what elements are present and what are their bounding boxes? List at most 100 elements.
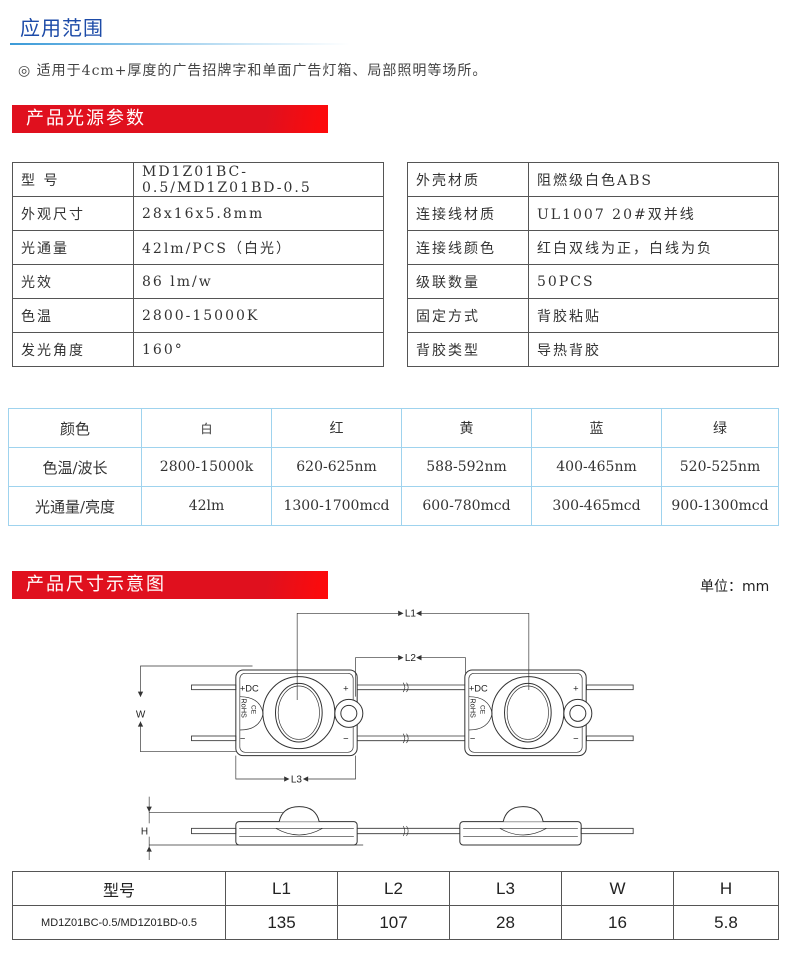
color-table: 颜色 白 红 黄 蓝 绿 色温/波长 2800-15000k 620-625nm…: [8, 408, 779, 526]
minus-marking: −: [343, 734, 348, 744]
cell: 900-1300mcd: [661, 486, 779, 526]
spec-value: MD1Z01BC-0.5/MD1Z01BD-0.5: [133, 162, 384, 197]
spec-value: UL1007 20#双并线: [528, 196, 779, 231]
dc-marking: +DC: [240, 684, 259, 694]
cell: 16: [561, 905, 674, 940]
header-cell: L2: [337, 871, 450, 906]
cell: 107: [337, 905, 450, 940]
row-label: 光通量/亮度: [8, 486, 142, 526]
cell: 5.8: [673, 905, 779, 940]
header-cell: W: [561, 871, 674, 906]
ce-marking: CE: [250, 705, 257, 715]
spec-row: 背胶类型导热背胶: [407, 332, 779, 367]
cell: 135: [225, 905, 338, 940]
title-underline: [10, 43, 350, 45]
spec-row: 外壳材质阻燃级白色ABS: [407, 162, 779, 197]
side-view: [191, 825, 634, 837]
table-row: 光通量/亮度 42lm 1300-1700mcd 600-780mcd 300-…: [8, 486, 779, 526]
spec-value: 背胶粘贴: [528, 298, 779, 333]
rohs-marking: RoHS: [469, 698, 478, 718]
label-h: H: [141, 826, 148, 837]
label-l3: L3: [291, 774, 303, 785]
cell: 620-625nm: [271, 447, 402, 487]
model-cell: MD1Z01BC-0.5/MD1Z01BD-0.5: [12, 905, 226, 940]
spec-label: 外壳材质: [407, 162, 529, 197]
minus-marking: −: [573, 734, 578, 744]
cell: 300-465mcd: [531, 486, 662, 526]
spec-label: 光通量: [12, 230, 134, 265]
header-cell: L1: [225, 871, 338, 906]
header-cell: H: [673, 871, 779, 906]
table-row: MD1Z01BC-0.5/MD1Z01BD-0.5 135 107 28 16 …: [12, 905, 779, 940]
spec-label: 型 号: [12, 162, 134, 197]
header-cell: 型号: [12, 871, 226, 906]
row-label: 色温/波长: [8, 447, 142, 487]
spec-row: 固定方式背胶粘贴: [407, 298, 779, 333]
cell: 400-465nm: [531, 447, 662, 487]
spec-label: 连接线颜色: [407, 230, 529, 265]
minus-marking: −: [240, 734, 245, 744]
dc-marking: +DC: [469, 684, 488, 694]
spec-value: 2800-15000K: [133, 298, 384, 333]
label-l1: L1: [405, 609, 417, 620]
spec-label: 固定方式: [407, 298, 529, 333]
cell: 600-780mcd: [401, 486, 532, 526]
spec-value: 86 lm/w: [133, 264, 384, 299]
cell: 588-592nm: [401, 447, 532, 487]
color-header-row: 颜色 白 红 黄 蓝 绿: [8, 408, 779, 448]
cell: 42lm: [141, 486, 272, 526]
spec-label: 色温: [12, 298, 134, 333]
spec-label: 级联数量: [407, 264, 529, 299]
table-row: 色温/波长 2800-15000k 620-625nm 588-592nm 40…: [8, 447, 779, 487]
spec-row: 连接线颜色红白双线为正，白线为负: [407, 230, 779, 265]
spec-value: 160°: [133, 332, 384, 367]
spec-label: 连接线材质: [407, 196, 529, 231]
spec-value: 导热背胶: [528, 332, 779, 367]
header-cell: 黄: [401, 408, 532, 448]
dimension-header-row: 型号 L1 L2 L3 W H: [12, 871, 779, 906]
cell: 28: [449, 905, 562, 940]
label-l2: L2: [405, 653, 417, 664]
arrowheads: [137, 610, 422, 852]
scope-text: ◎ 适用于4cm+厚度的广告招牌字和单面广告灯箱、局部照明等场所。: [18, 63, 488, 79]
label-w: W: [136, 709, 146, 720]
ce-marking: CE: [479, 705, 486, 715]
cell: 520-525nm: [661, 447, 779, 487]
header-cell: 红: [271, 408, 402, 448]
spec-value: 50PCS: [528, 264, 779, 299]
plus-marking: +: [573, 684, 578, 694]
rohs-marking: RoHS: [240, 698, 249, 718]
spec-value: 28x16x5.8mm: [133, 196, 384, 231]
spec-label: 外观尺寸: [12, 196, 134, 231]
header-cell: 白: [141, 408, 272, 448]
plus-marking: +: [343, 684, 348, 694]
section-title-scope: 应用范围: [20, 16, 104, 40]
spec-value: 红白双线为正，白线为负: [528, 230, 779, 265]
side-module-2: [459, 806, 582, 846]
spec-label: 光效: [12, 264, 134, 299]
header-cell: 颜色: [8, 408, 142, 448]
unit-label: 单位：mm: [700, 579, 770, 595]
spec-value: 阻燃级白色ABS: [528, 162, 779, 197]
header-cell: L3: [449, 871, 562, 906]
header-cell: 蓝: [531, 408, 662, 448]
spec-label: 背胶类型: [407, 332, 529, 367]
dimension-table: 型号 L1 L2 L3 W H MD1Z01BC-0.5/MD1Z01BD-0.…: [12, 871, 779, 940]
spec-label: 发光角度: [12, 332, 134, 367]
section-banner-dimensions: 产品尺寸示意图: [12, 571, 328, 599]
minus-marking: −: [470, 734, 475, 744]
cell: 1300-1700mcd: [271, 486, 402, 526]
section-banner-params: 产品光源参数: [12, 105, 328, 133]
dimension-diagram: +DC +DC + + − − − − RoHS RoHS CE CE: [136, 609, 634, 860]
